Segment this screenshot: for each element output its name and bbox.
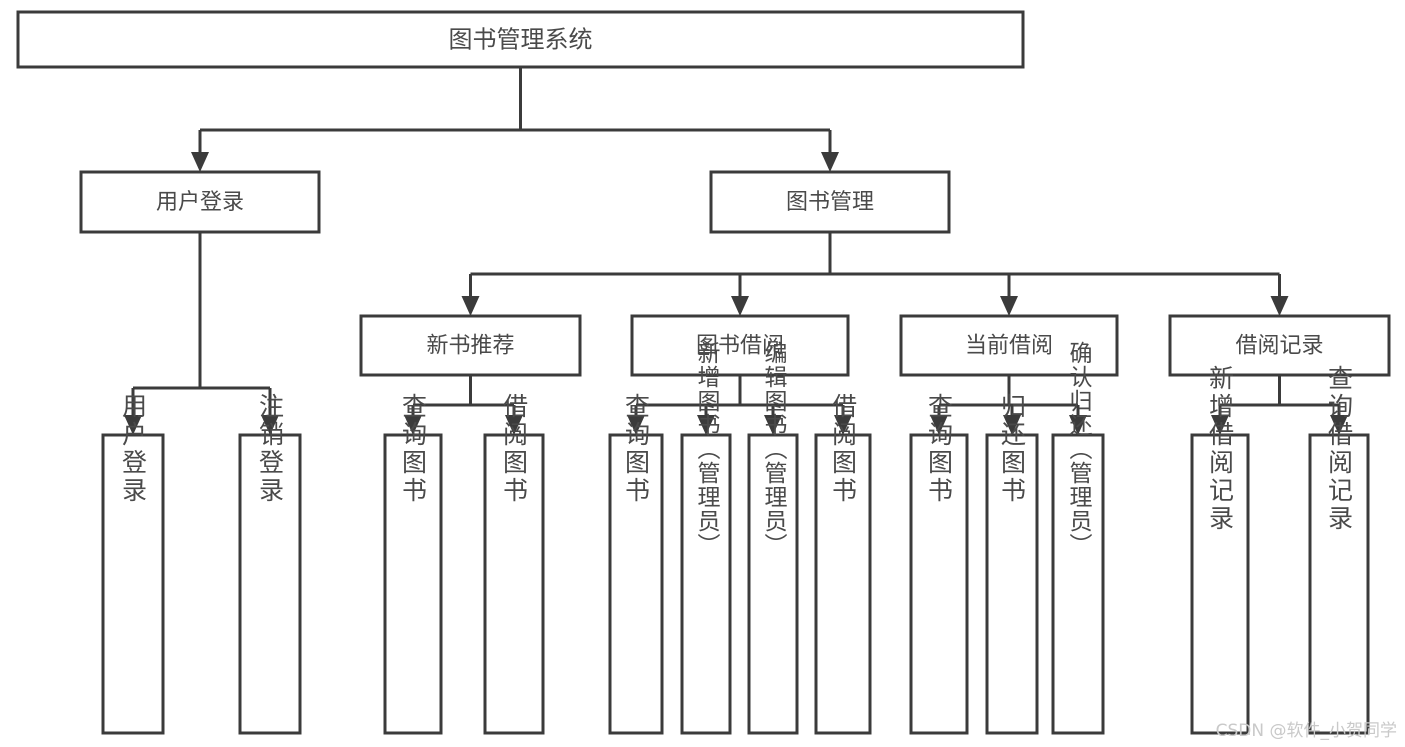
- leaf-leaf-query-book-label: 查询图书: [622, 393, 651, 505]
- arrow-head-icon: [764, 415, 782, 435]
- arrow-head-icon: [1000, 296, 1018, 316]
- node-new-book-rec[interactable]: 新书推荐: [359, 314, 582, 377]
- leaf-leaf-user-logout-rect: [238, 433, 302, 735]
- node-user-login[interactable]: 用户登录: [79, 170, 321, 234]
- leaf-leaf-user-login-label: 用户登录: [119, 393, 148, 505]
- leaf-leaf-query-book-cur-label: 查询图书: [925, 393, 954, 505]
- node-borrow-record-rect: [1168, 314, 1391, 377]
- arrow-head-icon: [627, 415, 645, 435]
- leaf-leaf-user-logout-label: 注销登录: [256, 393, 285, 505]
- leaf-leaf-query-book-cur[interactable]: 查询图书: [909, 393, 969, 735]
- node-book-borrow-label: 图书借阅: [696, 334, 784, 359]
- node-current-borrow-label: 当前借阅: [965, 334, 1053, 359]
- leaf-leaf-add-book-rect: [680, 433, 732, 735]
- leaf-leaf-query-book-cur-rect: [909, 433, 969, 735]
- leaf-leaf-query-record[interactable]: 查询借阅记录: [1308, 365, 1370, 735]
- leaf-leaf-user-login-rect: [101, 433, 165, 735]
- arrow-head-icon: [930, 415, 948, 435]
- arrow-head-icon: [1069, 415, 1087, 435]
- leaf-leaf-return-book[interactable]: 归还图书: [985, 393, 1039, 735]
- leaf-leaf-query-book-rec-label: 查询图书: [399, 393, 428, 505]
- node-book-borrow-rect: [630, 314, 850, 377]
- arrow-head-icon: [697, 415, 715, 435]
- leaf-leaf-edit-book[interactable]: 编辑图书（管理员）: [747, 341, 799, 735]
- node-borrow-record[interactable]: 借阅记录: [1168, 314, 1391, 377]
- root-node-rect: [16, 10, 1025, 69]
- node-new-book-rec-label: 新书推荐: [426, 334, 514, 359]
- leaf-leaf-add-record-rect: [1190, 433, 1250, 735]
- leaf-leaf-add-record[interactable]: 新增借阅记录: [1190, 365, 1250, 735]
- arrow-head-icon: [404, 415, 422, 435]
- leaf-leaf-query-book-rec-rect: [383, 433, 443, 735]
- leaf-leaf-edit-book-rect: [747, 433, 799, 735]
- node-book-manage[interactable]: 图书管理: [709, 170, 951, 234]
- leaf-leaf-borrow-book-rect: [814, 433, 872, 735]
- node-current-borrow[interactable]: 当前借阅: [899, 314, 1119, 377]
- arrow-head-icon: [505, 415, 523, 435]
- leaf-leaf-borrow-book-rec[interactable]: 借阅图书: [483, 393, 545, 735]
- leaf-leaf-query-record-label: 查询借阅记录: [1325, 365, 1354, 533]
- node-book-borrow[interactable]: 图书借阅: [630, 314, 850, 377]
- leaf-leaf-edit-book-label: 编辑图书（管理员）: [760, 341, 788, 557]
- leaf-leaf-confirm-return-label: 确认归还（管理员）: [1065, 341, 1093, 557]
- arrow-head-icon: [124, 415, 142, 435]
- leaf-leaf-user-logout[interactable]: 注销登录: [238, 393, 302, 735]
- root-node-label: 图书管理系统: [449, 26, 593, 54]
- leaf-leaf-borrow-book-label: 借阅图书: [829, 393, 858, 505]
- leaf-leaf-query-record-rect: [1308, 433, 1370, 735]
- arrow-head-icon: [834, 415, 852, 435]
- arrow-head-icon: [1330, 415, 1348, 435]
- root-node[interactable]: 图书管理系统: [16, 10, 1025, 69]
- leaf-leaf-confirm-return-rect: [1051, 433, 1105, 735]
- leaf-leaf-query-book-rect: [608, 433, 664, 735]
- node-user-login-label: 用户登录: [156, 190, 244, 215]
- connector-edges: [124, 67, 1348, 435]
- leaf-leaf-add-book[interactable]: 新增图书（管理员）: [680, 341, 732, 735]
- arrow-head-icon: [1211, 415, 1229, 435]
- leaf-leaf-query-book[interactable]: 查询图书: [608, 393, 664, 735]
- leaf-leaf-borrow-book-rec-label: 借阅图书: [500, 393, 529, 505]
- leaf-leaf-query-book-rec[interactable]: 查询图书: [383, 393, 443, 735]
- leaf-leaf-borrow-book-rec-rect: [483, 433, 545, 735]
- arrow-head-icon: [191, 152, 209, 172]
- arrow-head-icon: [1003, 415, 1021, 435]
- node-current-borrow-rect: [899, 314, 1119, 377]
- leaf-leaf-return-book-rect: [985, 433, 1039, 735]
- node-boxes: 图书管理系统用户登录图书管理新书推荐图书借阅当前借阅借阅记录用户登录注销登录查询…: [16, 10, 1391, 735]
- node-user-login-rect: [79, 170, 321, 234]
- leaf-leaf-borrow-book[interactable]: 借阅图书: [814, 393, 872, 735]
- arrow-head-icon: [821, 152, 839, 172]
- leaf-leaf-add-record-label: 新增借阅记录: [1206, 365, 1235, 533]
- node-new-book-rec-rect: [359, 314, 582, 377]
- arrow-head-icon: [261, 415, 279, 435]
- leaf-leaf-user-login[interactable]: 用户登录: [101, 393, 165, 735]
- arrow-head-icon: [731, 296, 749, 316]
- leaf-leaf-return-book-label: 归还图书: [998, 393, 1027, 505]
- leaf-leaf-add-book-label: 新增图书（管理员）: [693, 341, 721, 557]
- node-book-manage-rect: [709, 170, 951, 234]
- node-book-manage-label: 图书管理: [786, 190, 874, 215]
- leaf-leaf-confirm-return[interactable]: 确认归还（管理员）: [1051, 341, 1105, 735]
- arrow-head-icon: [1270, 296, 1289, 316]
- node-borrow-record-label: 借阅记录: [1235, 334, 1323, 359]
- arrow-head-icon: [461, 296, 480, 316]
